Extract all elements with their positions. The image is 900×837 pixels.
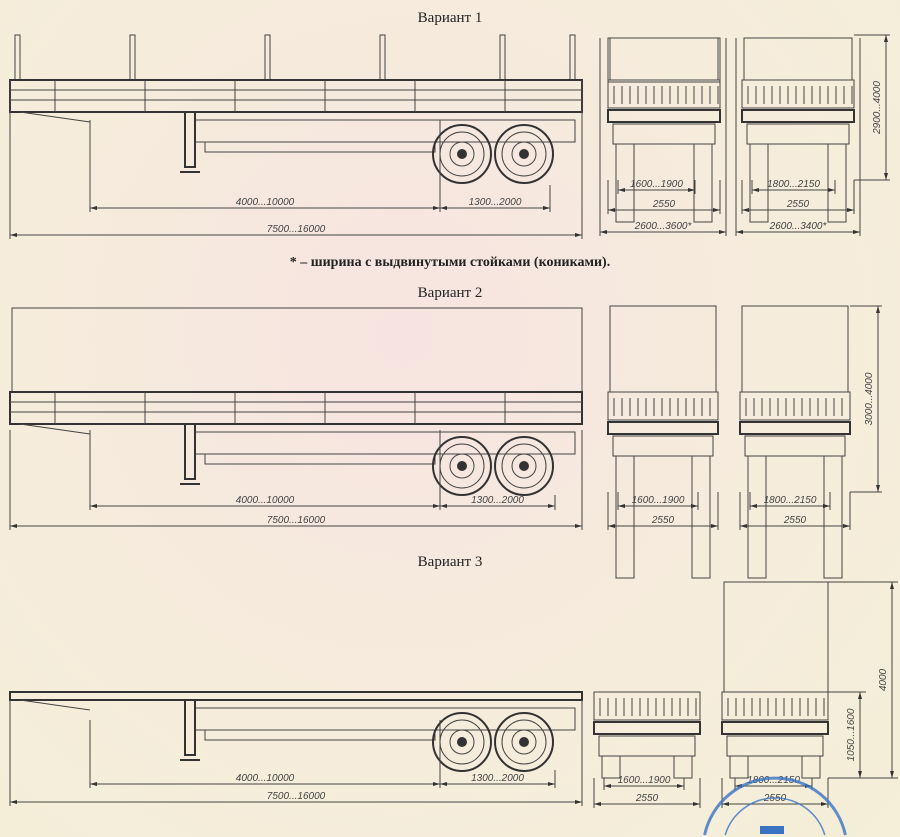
dimension-label: 2600...3400*	[769, 221, 828, 232]
dimension-line: 1800...2150	[749, 492, 831, 510]
dimension-line: 2550	[741, 180, 855, 214]
dimension-line: 7500...16000	[9, 700, 583, 806]
variant-3-title: Вариант 3	[418, 554, 483, 570]
variant-1-title: Вариант 1	[418, 10, 483, 26]
dimension-label: 2550	[651, 515, 675, 526]
dimension-line: 4000...10000	[89, 430, 441, 510]
dimension-line: 2550	[739, 492, 851, 530]
dimension-label: 1800...2150	[764, 495, 817, 506]
dimension-line: 4000...10000	[89, 120, 441, 212]
dimension-label: 2550	[635, 793, 659, 804]
dimension-label: 1300...2000	[469, 197, 522, 208]
dimension-label: 4000...10000	[236, 773, 295, 784]
wheel	[494, 712, 554, 772]
wheel	[432, 124, 492, 184]
dimension-line: 1300...2000	[439, 185, 551, 212]
dimension-line: 2600...3400*	[735, 38, 861, 236]
dimension-label: 2550	[786, 199, 810, 210]
dimension-line: 2900...4000	[872, 35, 888, 180]
dimension-line: 2550	[593, 778, 701, 808]
dimension-label: 7500...16000	[267, 791, 326, 802]
wheel	[494, 436, 554, 496]
dimension-line: 1300...2000	[439, 770, 556, 788]
dimension-label: 7500...16000	[267, 515, 326, 526]
dimension-label: 1300...2000	[471, 773, 524, 784]
dimension-line: 4000	[878, 582, 894, 778]
dimension-label: 2900...4000	[872, 81, 883, 135]
dimension-line: 1600...1900	[617, 179, 696, 194]
wheel	[494, 124, 554, 184]
variant-3-rear-view-a: 1600...1900 2550	[593, 691, 701, 808]
wheel	[432, 436, 492, 496]
variant-1-side-view: 4000...10000 1300...2000 7500...16000	[9, 34, 583, 239]
variant-1-rear-view-b: 1800...2150 2550 2600...3400* 2900...4000	[735, 34, 890, 236]
dimension-label: 1300...2000	[471, 495, 524, 506]
dimension-line: 1800...2150	[751, 179, 836, 194]
dimension-line: 1600...1900	[603, 775, 685, 790]
dimension-line: 1300...2000	[439, 495, 556, 510]
dimension-label: 7500...16000	[267, 224, 326, 235]
variant-2-side-view: 4000...10000 1300...2000 7500...16000	[9, 307, 583, 530]
official-stamp	[703, 776, 847, 836]
dimension-line: 1600...1900	[617, 492, 699, 510]
dimension-line: 2550	[607, 180, 721, 214]
dimension-label: 3000...4000	[864, 372, 875, 425]
dimension-label: 2550	[783, 515, 807, 526]
dimension-label: 4000	[878, 668, 889, 691]
variant-2-rear-view-a: 1600...1900 2550	[607, 305, 719, 579]
dimension-label: 1600...1900	[632, 495, 685, 506]
dimension-label: 1800...2150	[767, 179, 820, 190]
footnote: * – ширина с выдвинутыми стойками (коник…	[290, 255, 610, 270]
dimension-label: 1600...1900	[630, 179, 683, 190]
wheel	[432, 712, 492, 772]
dimension-label: 2550	[652, 199, 676, 210]
dimension-line: 2550	[607, 492, 719, 530]
dimension-line: 1050...1600	[846, 692, 862, 778]
dimension-label: 1800...2150	[747, 775, 800, 786]
dimension-label: 1050...1600	[846, 708, 857, 761]
dimension-label: 4000...10000	[236, 197, 295, 208]
variant-3-side-view: 4000...10000 1300...2000 7500...16000	[9, 691, 583, 806]
dimension-line: 7500...16000	[9, 430, 583, 530]
variant-2-title: Вариант 2	[418, 285, 483, 301]
variant-1-rear-view-a: 1600...1900 2550 2600...3600*	[599, 37, 727, 236]
dimension-label: 4000...10000	[236, 495, 295, 506]
dimension-line: 7500...16000	[9, 80, 583, 239]
dimension-line: 3000...4000	[864, 306, 880, 492]
dimension-line: 2600...3600*	[599, 38, 727, 236]
dimension-line: 1800...2150	[734, 775, 813, 790]
dimension-label: 1600...1900	[618, 775, 671, 786]
dimension-label: 2600...3600*	[634, 221, 693, 232]
variant-2-rear-view-b: 1800...2150 2550 3000...4000	[739, 305, 882, 579]
